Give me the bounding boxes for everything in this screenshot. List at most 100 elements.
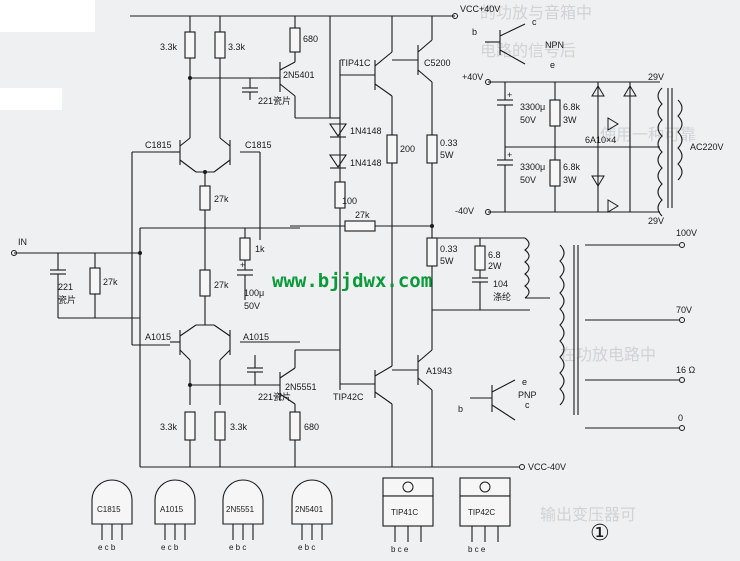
svg-text:3300μ: 3300μ <box>520 162 545 172</box>
svg-text:C5200: C5200 <box>424 58 451 68</box>
svg-text:e b c: e b c <box>229 543 246 552</box>
svg-text:C1815: C1815 <box>97 505 121 514</box>
svg-text:A1015: A1015 <box>145 332 171 342</box>
resistor-input <box>89 267 101 295</box>
svg-text:e c b: e c b <box>161 543 179 552</box>
svg-text:输出变压器可: 输出变压器可 <box>540 505 636 524</box>
svg-text:5W: 5W <box>440 256 454 266</box>
svg-text:5W: 5W <box>440 150 454 160</box>
svg-text:e b c: e b c <box>298 543 315 552</box>
resistor-r3 <box>289 27 301 53</box>
transistor-q9 <box>340 365 393 405</box>
svg-text:瓷片: 瓷片 <box>58 294 76 305</box>
rail-negative <box>140 464 525 470</box>
ghost-text: 的功放与音箱中 电路的信号后 使用一种可靠 在功放电路中 输出变压器可 <box>480 3 696 524</box>
blank-patch-mid <box>0 88 62 110</box>
svg-text:A1015: A1015 <box>243 332 269 342</box>
svg-text:104: 104 <box>493 279 508 289</box>
transistor-q4 <box>340 51 393 97</box>
svg-text:0.33: 0.33 <box>440 244 458 254</box>
diode-d1 <box>328 123 348 138</box>
svg-text:b: b <box>472 27 477 37</box>
tap-0: 0 <box>678 413 683 423</box>
resistor-r5 <box>239 237 251 261</box>
svg-text:2N5551: 2N5551 <box>285 382 317 392</box>
resistor-r8 <box>184 411 196 441</box>
svg-text:TIP42C: TIP42C <box>333 392 364 402</box>
svg-text:b c e: b c e <box>468 545 486 554</box>
package-2n5551: 2N5551 e b c <box>222 479 264 552</box>
svg-text:221瓷片: 221瓷片 <box>258 95 291 106</box>
svg-text:TIP41C: TIP41C <box>340 58 371 68</box>
vcc-pos-label: VCC+40V <box>460 4 500 14</box>
svg-text:的功放与音箱中: 的功放与音箱中 <box>480 3 592 22</box>
svg-text:-40V: -40V <box>455 206 474 216</box>
svg-text:AC220V: AC220V <box>690 142 724 152</box>
svg-text:3W: 3W <box>563 115 577 125</box>
svg-text:6.8k: 6.8k <box>563 102 581 112</box>
svg-text:b c e: b c e <box>391 545 409 554</box>
svg-text:NPN: NPN <box>545 40 564 50</box>
svg-text:29V: 29V <box>648 72 664 82</box>
svg-text:e c b: e c b <box>98 543 116 552</box>
resistor-r17 <box>426 237 438 267</box>
svg-text:6A10×4: 6A10×4 <box>585 135 616 145</box>
inductor <box>524 237 530 299</box>
tap-100v: 100V <box>676 228 697 238</box>
transistor-q3 <box>270 61 296 97</box>
svg-text:PNP: PNP <box>518 390 537 400</box>
svg-text:C1815: C1815 <box>245 140 272 150</box>
svg-text:6.8: 6.8 <box>488 250 501 260</box>
resistor-r10 <box>289 411 301 441</box>
svg-text:27k: 27k <box>214 194 229 204</box>
transistor-q2 <box>213 137 260 173</box>
svg-text:27k: 27k <box>103 277 118 287</box>
resistor-r2 <box>214 31 226 59</box>
svg-text:1N4148: 1N4148 <box>350 126 382 136</box>
svg-text:3.3k: 3.3k <box>160 42 178 52</box>
resistor-r4 <box>199 185 211 211</box>
svg-text:3300μ: 3300μ <box>520 102 545 112</box>
svg-text:50V: 50V <box>520 175 536 185</box>
resistor-r14 <box>549 99 561 127</box>
svg-text:TIP41C: TIP41C <box>391 508 418 517</box>
svg-text:50V: 50V <box>244 301 260 311</box>
svg-text:680: 680 <box>304 422 319 432</box>
bridge-rectifier <box>591 82 637 213</box>
svg-text:e: e <box>550 60 555 70</box>
svg-text:c: c <box>525 400 530 410</box>
svg-text:e: e <box>522 377 527 387</box>
package-tip41c: TIP41C b c e <box>382 477 434 554</box>
svg-text:2W: 2W <box>488 261 502 271</box>
svg-text:221瓷片: 221瓷片 <box>258 391 291 402</box>
resistor-r16 <box>426 134 438 164</box>
svg-text:+: + <box>240 260 245 270</box>
svg-text:C1815: C1815 <box>145 140 172 150</box>
svg-text:2N5551: 2N5551 <box>226 505 255 514</box>
svg-text:涤纶: 涤纶 <box>493 291 511 302</box>
transistor-q8 <box>279 367 296 405</box>
svg-text:2N5401: 2N5401 <box>295 505 324 514</box>
svg-text:b: b <box>458 404 463 414</box>
svg-text:在功放电路中: 在功放电路中 <box>560 345 656 364</box>
svg-text:100μ: 100μ <box>244 288 264 298</box>
svg-text:50V: 50V <box>520 115 536 125</box>
package-2n5401: 2N5401 e b c <box>291 479 333 552</box>
svg-text:1k: 1k <box>255 244 265 254</box>
svg-text:+: + <box>507 90 512 100</box>
transformer-secondary <box>657 87 663 217</box>
transistor-q7 <box>213 324 300 361</box>
svg-text:+40V: +40V <box>462 72 483 82</box>
svg-text:0.33: 0.33 <box>440 138 458 148</box>
transistor-q1 <box>170 137 197 173</box>
svg-text:c: c <box>532 17 537 27</box>
svg-text:3.3k: 3.3k <box>230 422 248 432</box>
package-c1815: C1815 e c b <box>91 479 133 552</box>
figure-number: ① <box>590 521 610 546</box>
svg-text:221: 221 <box>58 282 73 292</box>
pnp-legend <box>470 379 516 421</box>
output-transformer-primary <box>559 244 565 406</box>
input-label: IN <box>18 237 27 247</box>
svg-text:3.3k: 3.3k <box>160 422 178 432</box>
